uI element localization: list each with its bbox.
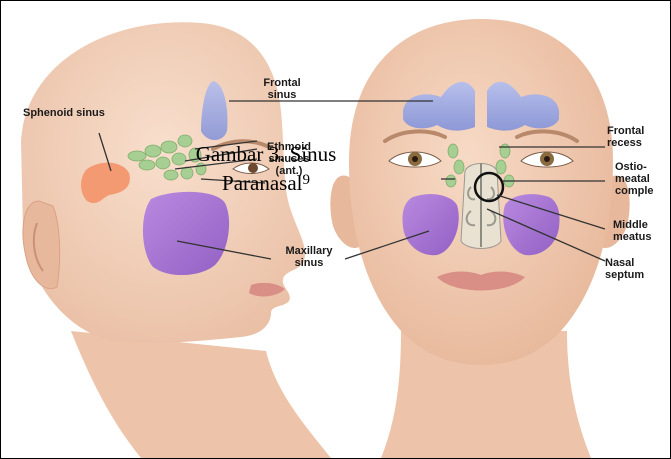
profile-maxillary-sinus xyxy=(143,192,229,275)
label-maxillary-sinus: Maxillary sinus xyxy=(271,245,347,269)
profile-ear xyxy=(23,201,60,289)
label-middle-meatus: Middle meatus xyxy=(613,219,652,243)
label-nasal-septum: Nasal septum xyxy=(605,257,644,281)
label-sphenoid-sinus: Sphenoid sinus xyxy=(23,107,105,119)
caption-line-2-text: Paranasal xyxy=(222,171,302,195)
caption-line-2: Paranasal9 xyxy=(191,167,341,196)
label-ostiomeatal-complex: Ostio- meatal comple xyxy=(615,161,654,197)
label-frontal-recess: Frontal recess xyxy=(607,125,644,149)
label-frontal-sinus: Frontal sinus xyxy=(249,77,315,101)
figure-caption: Gambar 3. Sinus Paranasal9 xyxy=(191,141,341,196)
caption-reference: 9 xyxy=(302,172,310,188)
profile-neck xyxy=(71,331,331,458)
caption-line-1: Gambar 3. Sinus xyxy=(191,141,341,167)
frontal-head xyxy=(330,19,629,458)
